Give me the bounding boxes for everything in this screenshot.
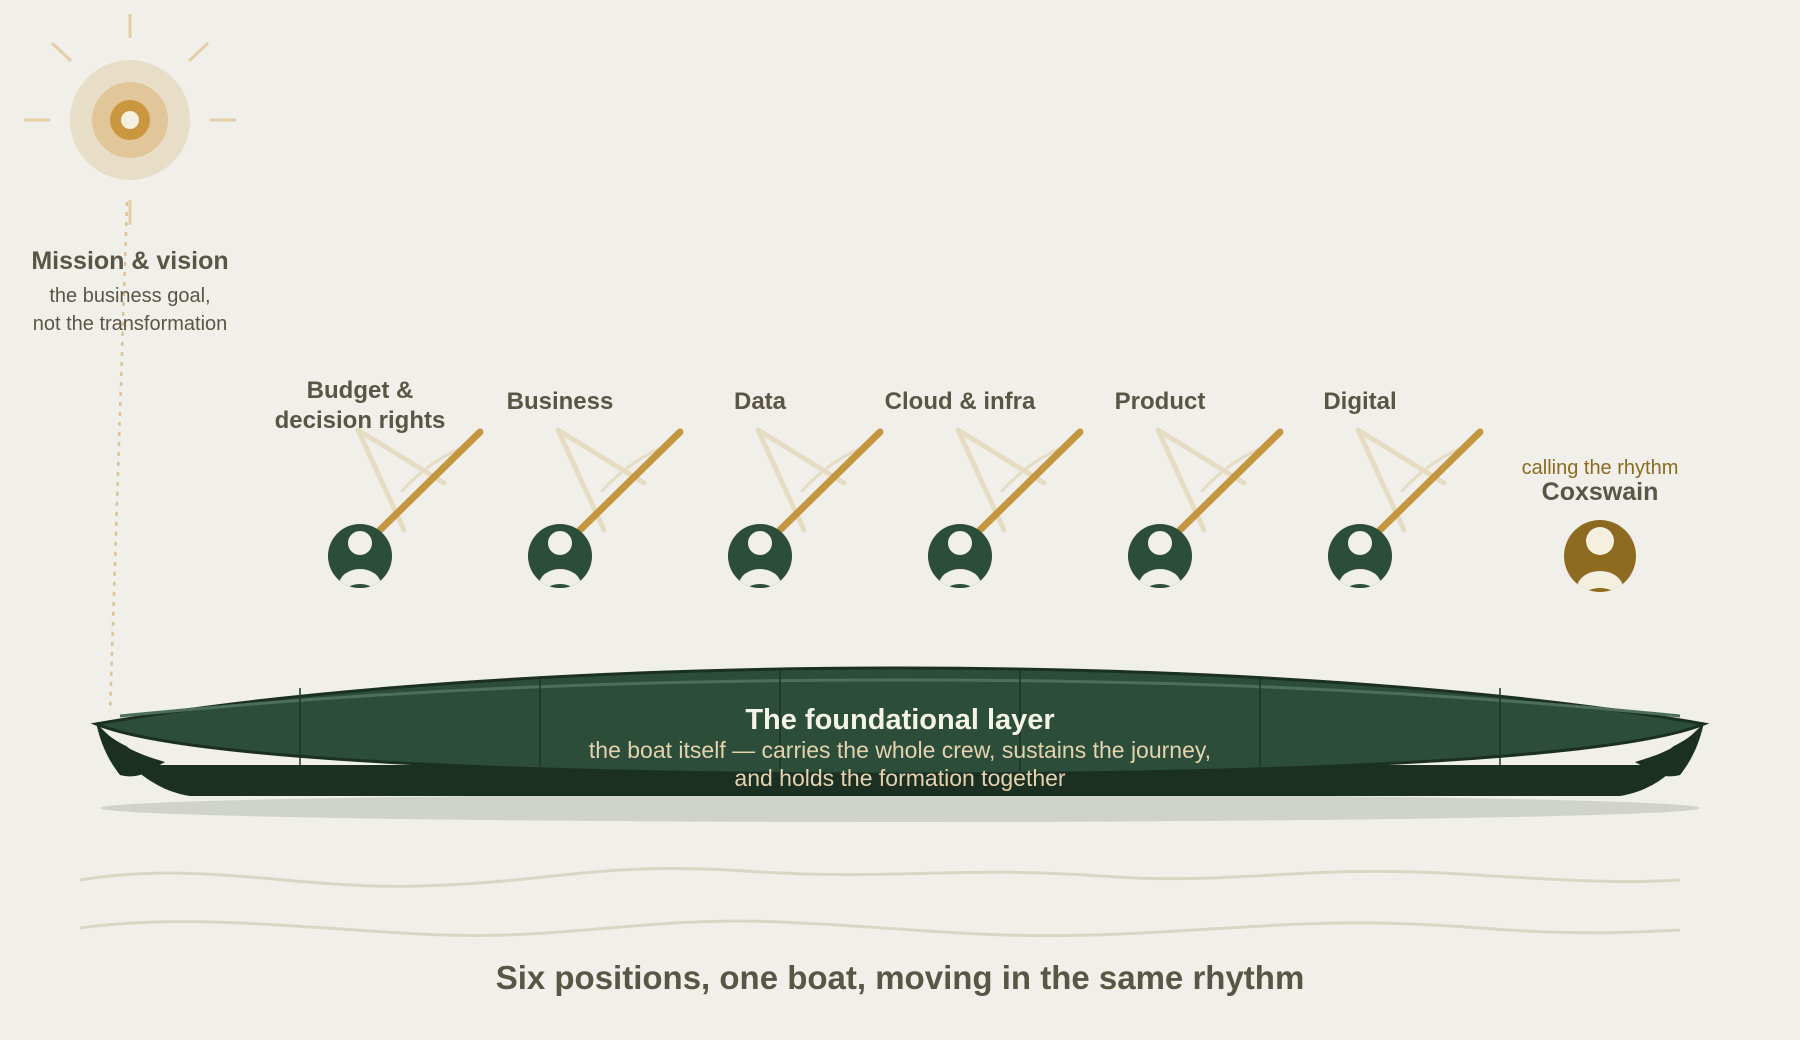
rower-position: Cloud & infra <box>885 388 1084 588</box>
oar-motion-trail <box>355 427 468 533</box>
oar-motion-trail <box>755 427 868 533</box>
coxswain-label: Coxswain <box>1542 478 1659 506</box>
mission-subtitle-line2: not the transformation <box>33 313 228 335</box>
rower-position: Digital <box>1323 388 1484 588</box>
position-label-line1: Digital <box>1323 388 1396 415</box>
oar-icon <box>576 428 684 534</box>
oar-icon <box>976 428 1084 534</box>
oar-motion-trail <box>555 427 668 533</box>
caption: Six positions, one boat, moving in the s… <box>496 959 1305 996</box>
position-label-line1: Business <box>507 388 614 415</box>
position-label-line1: Product <box>1115 388 1206 415</box>
person-icon <box>1328 524 1392 588</box>
rower-position: Business <box>507 388 684 588</box>
person-icon <box>528 524 592 588</box>
mission-connector <box>108 201 129 713</box>
sun-icon <box>24 14 236 225</box>
position-label-line1: Budget & <box>307 377 414 404</box>
person-icon <box>1128 524 1192 588</box>
oar-motion-trail <box>955 427 1068 533</box>
position-label-line2: decision rights <box>275 407 446 434</box>
boat-subtitle-line1: the boat itself — carries the whole crew… <box>589 737 1211 763</box>
coxswain-person-icon <box>1564 520 1636 592</box>
person-icon <box>328 524 392 588</box>
oar-motion-trail <box>1155 427 1268 533</box>
position-label-line1: Data <box>734 388 787 415</box>
oar-icon <box>1376 428 1484 534</box>
mission-subtitle-line1: the business goal, <box>49 285 210 307</box>
position-label-line1: Cloud & infra <box>885 388 1036 415</box>
oar-motion-trail <box>1355 427 1468 533</box>
rower-position: Product <box>1115 388 1284 588</box>
boat-hull <box>90 666 1710 796</box>
oar-icon <box>376 428 484 534</box>
oar-icon <box>1176 428 1284 534</box>
boat-subtitle-line2: and holds the formation together <box>734 765 1066 791</box>
rower-position: Budget & decision rights <box>275 377 484 588</box>
coxswain-tagline: calling the rhythm <box>1522 457 1679 479</box>
mission-title: Mission & vision <box>31 247 228 275</box>
person-icon <box>928 524 992 588</box>
rower-positions: Budget & decision rights Business Data Cloud… <box>275 377 1484 588</box>
water-waves <box>79 866 1681 938</box>
coxswain: calling the rhythm Coxswain <box>1522 457 1679 592</box>
rower-position: Data <box>728 388 884 588</box>
oar-icon <box>776 428 884 534</box>
boat-shadow <box>100 794 1700 822</box>
boat-title: The foundational layer <box>745 704 1054 736</box>
person-icon <box>728 524 792 588</box>
